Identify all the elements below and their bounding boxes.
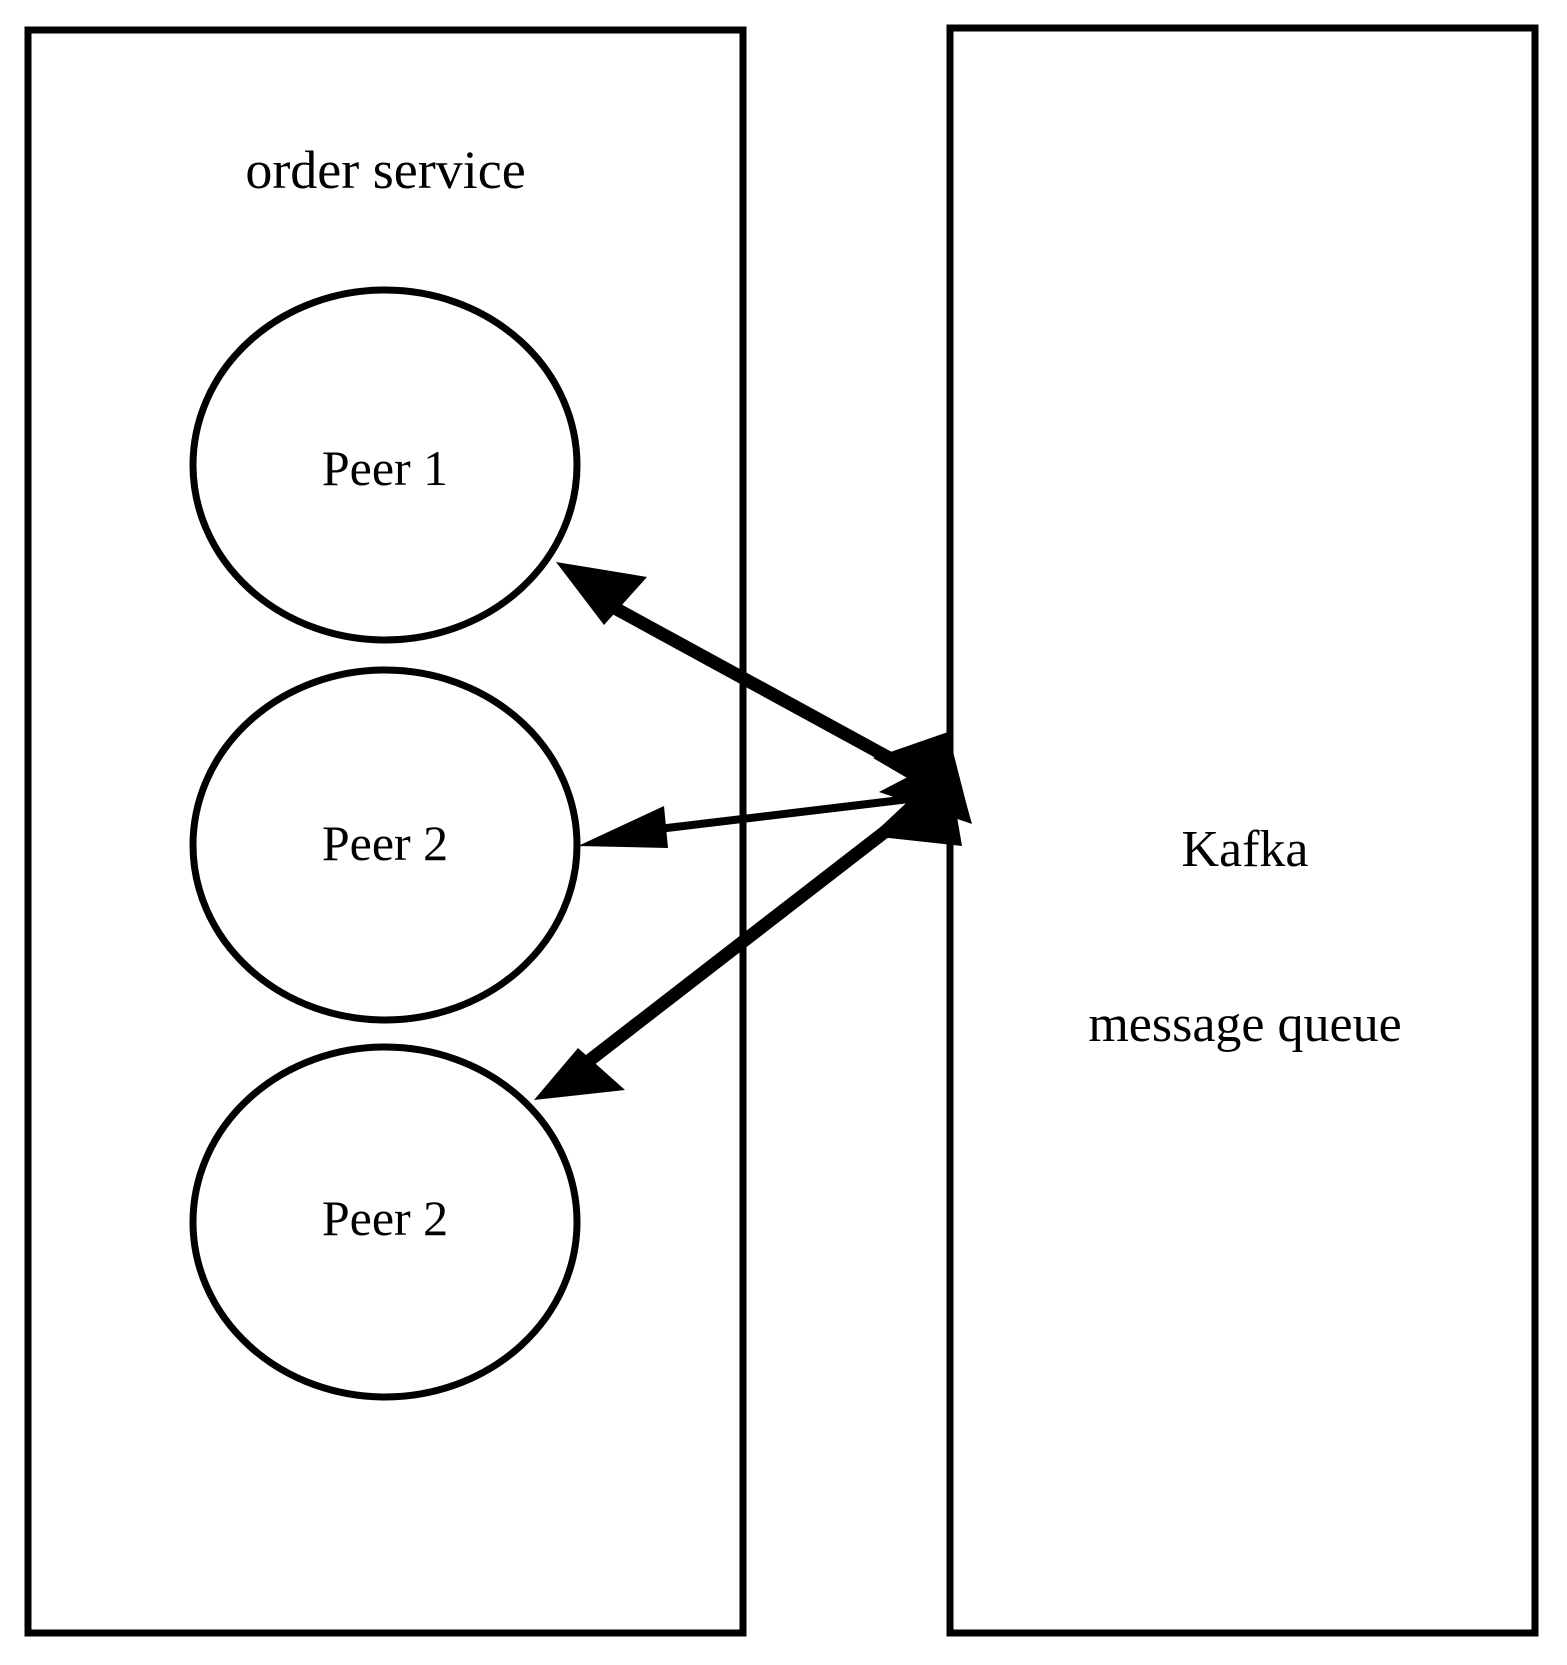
kafka-title-line-2: message queue [1088,996,1402,1054]
peer-2b-circle[interactable] [189,1043,581,1401]
peer-2a-label: Peer 2 [321,815,449,871]
edge-kafka-peer-1-line [596,594,930,784]
kafka-container[interactable] [946,24,1539,1637]
peer-2b-label: Peer 2 [321,1190,449,1246]
edge-kafka-peer-2b-line [586,794,930,1066]
edge-kafka-peer-1-arrowhead-peer [556,562,647,625]
peer-1-label: Peer 1 [321,440,449,496]
edge-kafka-arrowhead-bottom [871,764,962,846]
kafka-title: Kafka message queue [955,705,1535,1171]
kafka-title-line-1: Kafka [1181,821,1309,879]
peer-2a-circle[interactable] [189,666,581,1024]
order-service-title: order service [245,140,526,200]
edge-kafka-peer-2b-arrowhead-peer [534,1048,625,1100]
peer-1-circle[interactable] [189,286,581,644]
edge-kafka-peer-2a-line [624,793,927,837]
edge-kafka-peer-2a-arrowhead-peer [578,806,668,848]
